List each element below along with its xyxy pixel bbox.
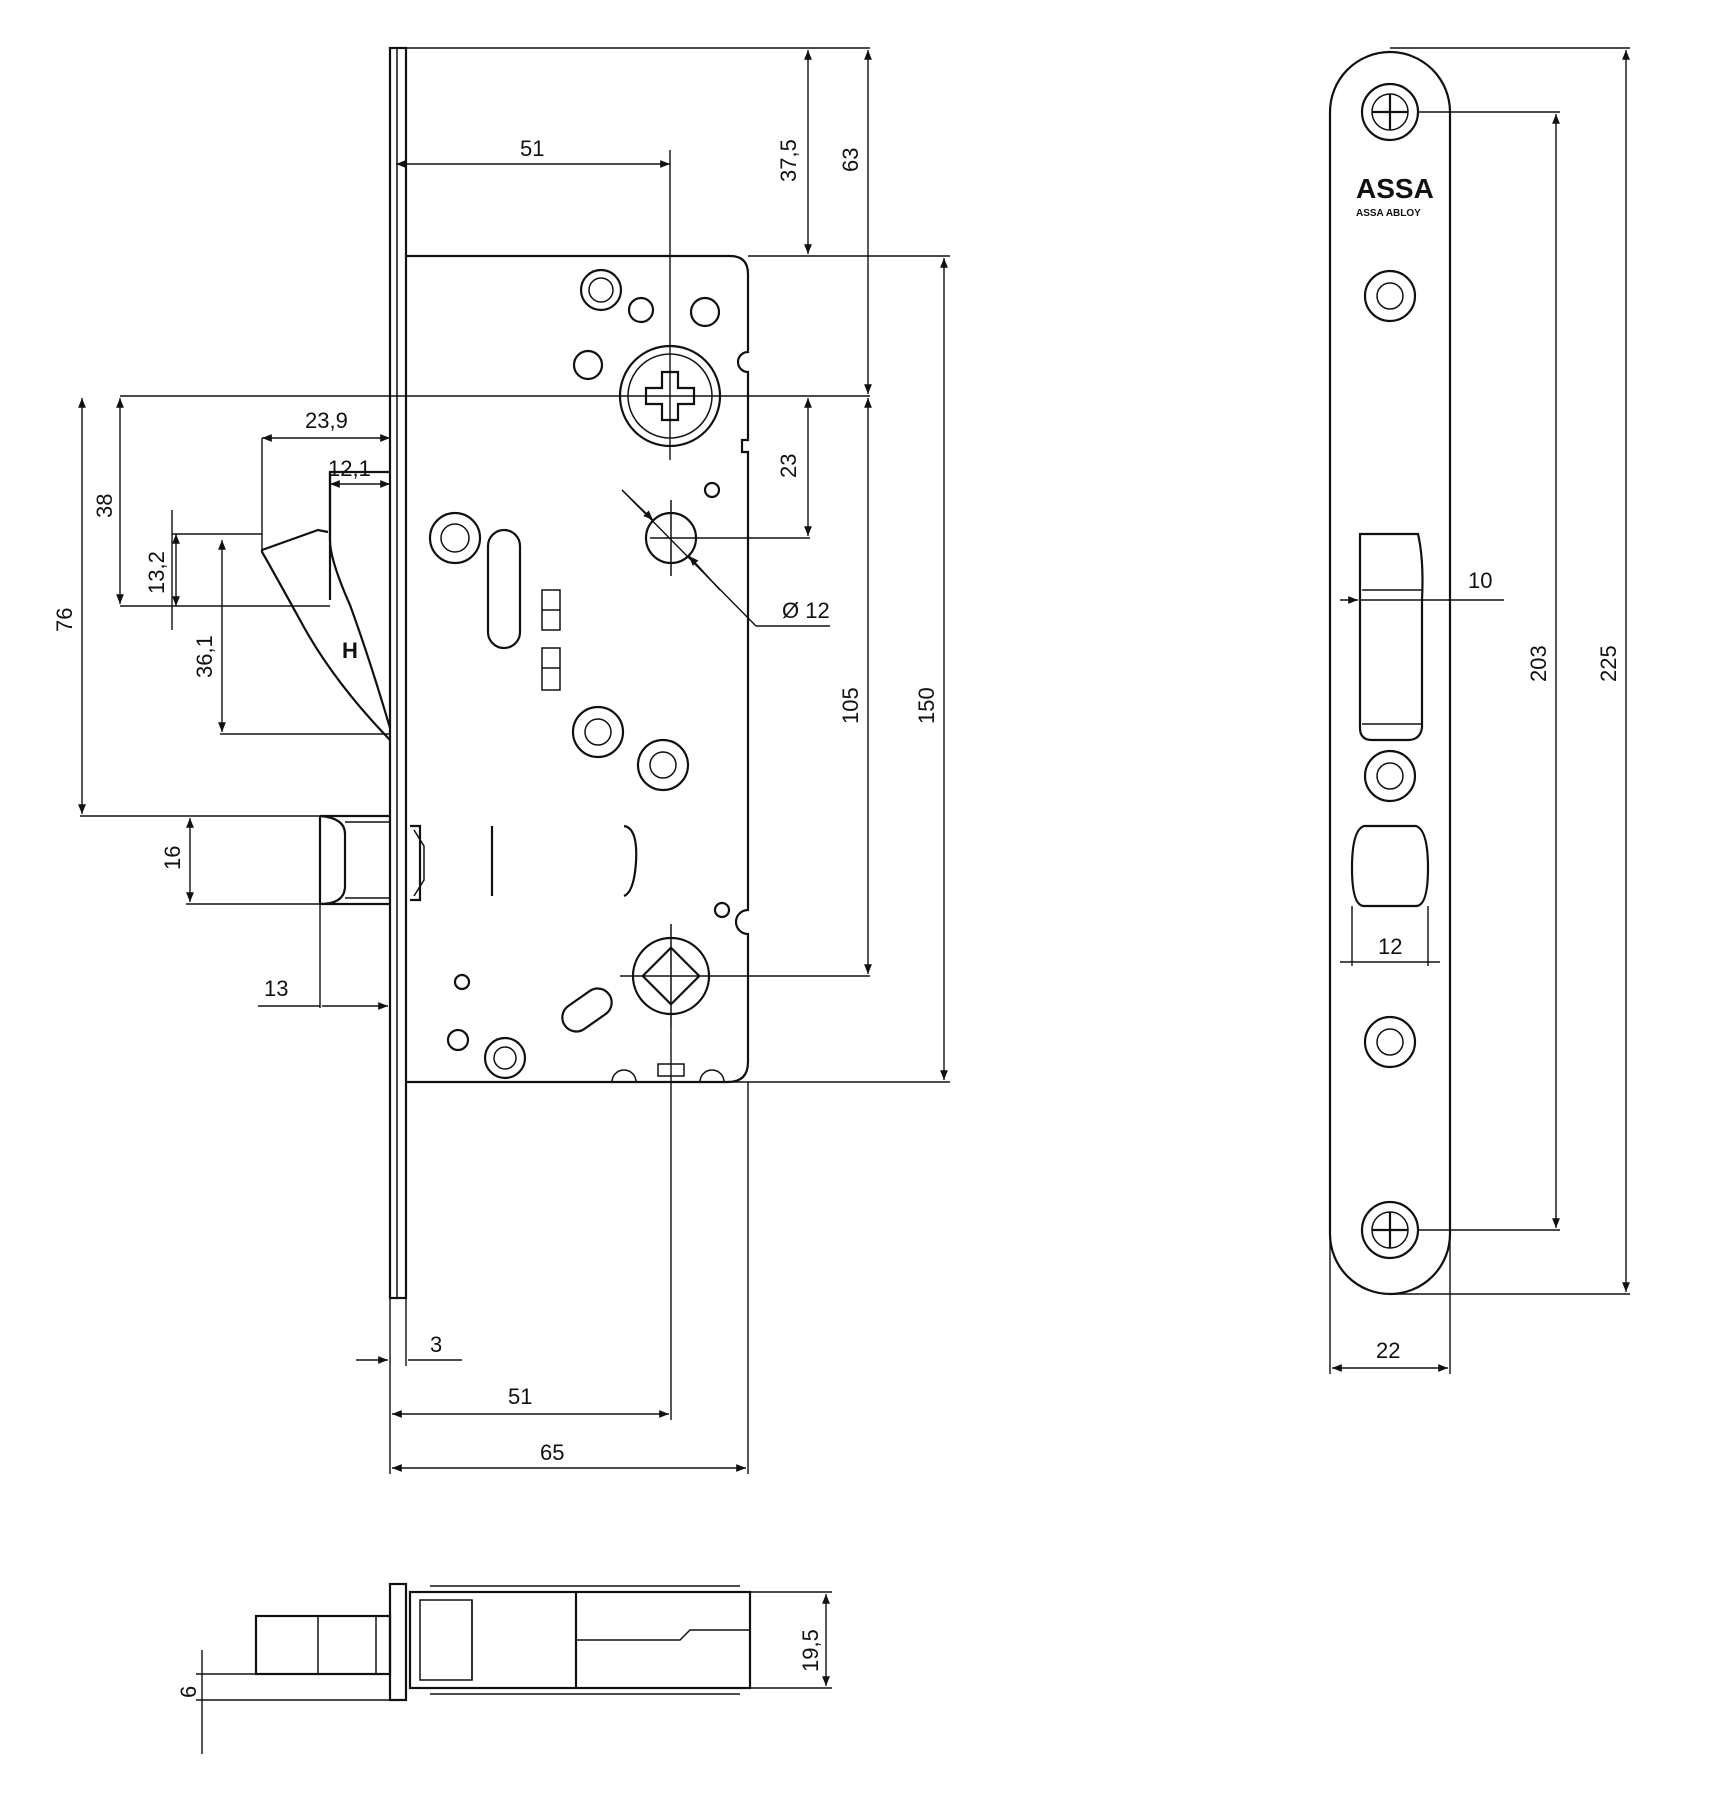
dim-strike-length: 225 bbox=[1596, 645, 1621, 682]
dim-strike-latch-width: 10 bbox=[1468, 568, 1492, 593]
dim-latch-lower: 36,1 bbox=[192, 635, 217, 678]
dim-backset: 51 bbox=[508, 1384, 532, 1409]
strike-plate-view: ASSA ASSA ABLOY 203 225 22 bbox=[1328, 47, 1630, 1374]
dim-case-height: 150 bbox=[914, 687, 939, 724]
main-dimensions: 51 37,5 63 23 Ø 12 105 150 23,9 12,1 38 bbox=[52, 47, 950, 1474]
strike-plate-outline bbox=[1328, 50, 1452, 1296]
dim-center-distance: 105 bbox=[838, 687, 863, 724]
forend-plate bbox=[388, 46, 408, 1300]
lock-body-view: H bbox=[260, 46, 750, 1300]
dim-bottom-left: 6 bbox=[176, 1686, 201, 1698]
dim-follower-hole: 23 bbox=[776, 454, 801, 478]
dim-deadbolt-height: 16 bbox=[160, 846, 185, 870]
follower-square bbox=[641, 946, 701, 1006]
dim-top-spindle: 51 bbox=[520, 136, 544, 161]
lock-case bbox=[406, 254, 750, 1084]
dim-latch-projection: 23,9 bbox=[305, 408, 348, 433]
latch-opening bbox=[1358, 532, 1424, 742]
dim-strike-bolt-width: 12 bbox=[1378, 934, 1402, 959]
assa-logo: ASSA bbox=[1356, 173, 1434, 204]
dim-latch-height: 38 bbox=[92, 494, 117, 518]
dim-case-depth: 65 bbox=[540, 1440, 564, 1465]
dim-forend-follower: 63 bbox=[838, 148, 863, 172]
dim-backset-height: 76 bbox=[52, 608, 77, 632]
deadbolt bbox=[318, 814, 390, 906]
dim-bottom-right: 19,5 bbox=[798, 1629, 823, 1672]
bottom-plan-view: 19,5 6 bbox=[176, 1582, 832, 1754]
dim-cylinder-top: 37,5 bbox=[776, 139, 801, 182]
dim-hole-diameter: Ø 12 bbox=[782, 598, 830, 623]
dim-forend-thickness: 3 bbox=[430, 1332, 442, 1357]
latch-h-mark: H bbox=[342, 638, 358, 663]
dim-latch-face: 12,1 bbox=[328, 456, 371, 481]
dim-screw-centers: 203 bbox=[1526, 645, 1551, 682]
assa-abloy-subtext: ASSA ABLOY bbox=[1356, 208, 1421, 219]
dim-deadbolt-projection: 13 bbox=[264, 976, 288, 1001]
dim-latch-bevel: 13,2 bbox=[144, 551, 169, 594]
deadbolt-opening bbox=[1350, 824, 1430, 908]
dim-strike-width: 22 bbox=[1376, 1338, 1400, 1363]
cross-slot-icon bbox=[644, 370, 696, 422]
